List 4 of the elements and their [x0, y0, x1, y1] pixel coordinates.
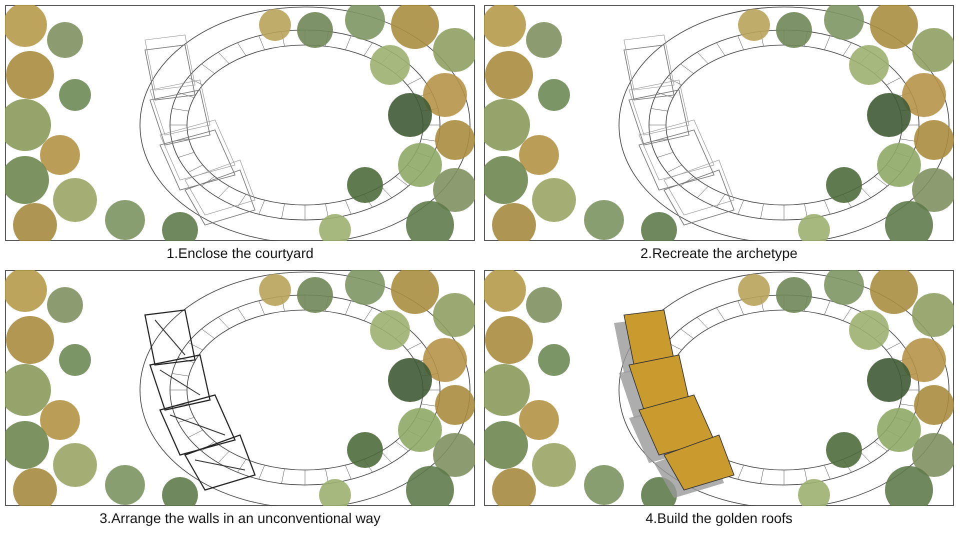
- panel-title: 2.Recreate the archetype: [639, 245, 799, 261]
- panel-title: 3.Arrange the walls in an unconventional way: [98, 510, 382, 526]
- panel-title: 1.Enclose the courtyard: [165, 245, 315, 261]
- panel-title: 4.Build the golden roofs: [644, 510, 794, 526]
